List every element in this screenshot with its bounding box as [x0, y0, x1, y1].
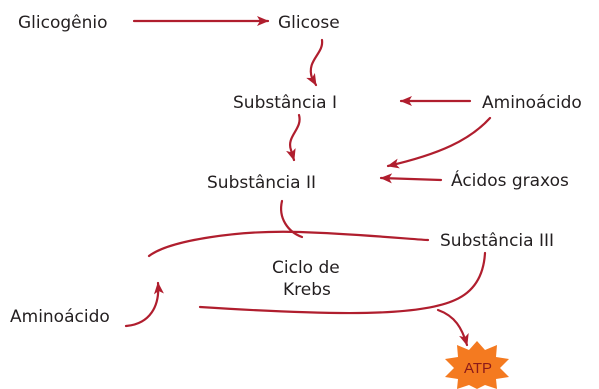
acidos-graxos-to-substancia-2-arrow — [379, 173, 443, 184]
ciclo-krebs-line2: Krebs — [283, 280, 331, 300]
glicogenio-label: Glicogênio — [18, 13, 108, 33]
acidos-graxos-label: Ácidos graxos — [451, 169, 569, 191]
substancia-1-to-substancia-2-arrow — [286, 113, 301, 162]
aminoacido-bottom-label: Aminoácido — [10, 307, 110, 327]
atp-label: ATP — [464, 360, 492, 377]
krebs-cycle-top-curve — [147, 230, 430, 258]
substancia-1-label: Substância I — [233, 93, 337, 113]
ciclo-krebs-line1: Ciclo de — [272, 258, 340, 278]
cycle-to-atp-arrow — [436, 308, 469, 347]
krebs-cycle-bottom-curve — [198, 251, 487, 315]
glicose-label: Glicose — [278, 13, 340, 33]
aminoacido-to-substancia-2-arrow — [386, 116, 492, 169]
atp-burst-icon — [445, 341, 509, 389]
substancia-2-to-cycle-curve — [280, 199, 304, 239]
substancia-3-label: Substância III — [440, 231, 554, 251]
aminoacido-top-label: Aminoácido — [482, 93, 582, 113]
aminoacido-to-cycle-arrow — [124, 281, 164, 328]
substancia-2-label: Substância II — [207, 173, 316, 193]
glicose-to-substancia-1-arrow — [306, 38, 324, 87]
